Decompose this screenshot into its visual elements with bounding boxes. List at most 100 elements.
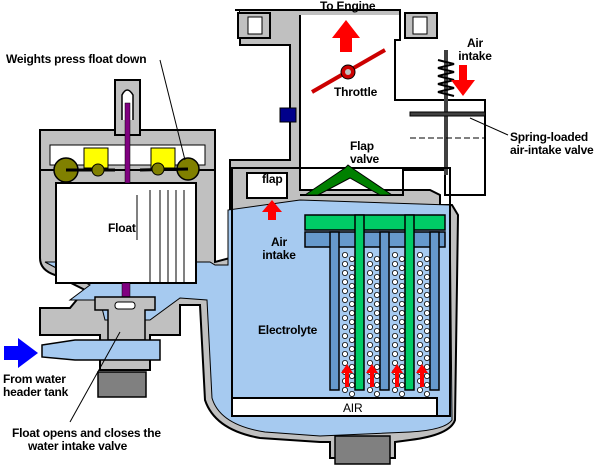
gas-bubble — [373, 318, 380, 325]
gas-bubble — [416, 314, 423, 321]
gas-bubble — [416, 341, 423, 348]
gas-bubble — [366, 314, 373, 321]
gas-bubble — [366, 305, 373, 312]
label-spring-valve-line2: air-intake valve — [510, 143, 594, 157]
gas-bubble — [366, 269, 373, 276]
arrow-air-intake-top — [451, 65, 475, 96]
gas-bubble — [391, 260, 398, 267]
gas-bubble — [423, 327, 430, 334]
green-top-plate — [304, 214, 446, 231]
blue-top-plate — [304, 231, 446, 248]
gas-bubble — [341, 305, 348, 312]
gas-bubble — [398, 255, 405, 262]
gas-bubble — [341, 278, 348, 285]
gas-bubble — [348, 255, 355, 262]
gas-bubble — [348, 363, 355, 370]
gas-bubble — [391, 386, 398, 393]
float-rod — [124, 102, 131, 184]
gas-bubble — [373, 327, 380, 334]
gas-bubble — [366, 341, 373, 348]
gas-bubble — [341, 359, 348, 366]
gas-bubble — [398, 372, 405, 379]
label-flap-valve-line1: Flap — [350, 139, 374, 153]
label-air-intake-top-line2: intake — [458, 49, 492, 63]
arrow-air-intake-left — [262, 200, 282, 220]
gas-bubble — [341, 296, 348, 303]
gas-bubble — [423, 282, 430, 289]
gas-bubble — [416, 251, 423, 258]
air-flow-arrow — [341, 364, 353, 387]
gas-bubble — [398, 273, 405, 280]
gas-bubble — [416, 260, 423, 267]
gas-bubble — [348, 264, 355, 271]
gas-bubble — [391, 305, 398, 312]
gas-bubble — [391, 314, 398, 321]
gas-bubble — [391, 323, 398, 330]
gas-bubble — [366, 323, 373, 330]
gas-bubble — [341, 386, 348, 393]
gas-bubble — [373, 255, 380, 262]
gas-bubble — [391, 269, 398, 276]
float — [55, 182, 197, 284]
label-from-water-line2: header tank — [3, 385, 69, 399]
gas-bubble — [348, 354, 355, 361]
drain-plug — [334, 435, 391, 465]
gas-bubble — [373, 354, 380, 361]
gas-bubble — [391, 350, 398, 357]
gas-bubble — [366, 251, 373, 258]
gas-bubble — [348, 336, 355, 343]
gas-bubble — [416, 287, 423, 294]
label-air-intake-top: Air intake — [455, 37, 495, 63]
air-flow-arrow — [366, 364, 378, 387]
gas-bubble — [373, 390, 380, 397]
gas-bubble — [341, 332, 348, 339]
gas-bubble — [398, 363, 405, 370]
gas-bubble — [373, 309, 380, 316]
gas-bubble — [398, 318, 405, 325]
label-air-box: AIR — [343, 401, 363, 415]
air-flow-arrow — [391, 364, 403, 387]
gas-bubble — [341, 287, 348, 294]
gas-bubble — [373, 291, 380, 298]
gas-bubble — [423, 291, 430, 298]
gas-bubble — [391, 287, 398, 294]
gas-bubble — [341, 350, 348, 357]
engine-duct — [240, 10, 400, 15]
label-air-intake-top-line1: Air — [466, 36, 484, 50]
gas-bubble — [373, 363, 380, 370]
gas-bubble — [373, 282, 380, 289]
label-from-water-line1: From water — [3, 372, 66, 386]
gas-bubble — [416, 359, 423, 366]
label-air-intake-left-line2: intake — [262, 248, 296, 262]
air-box — [231, 397, 438, 417]
gas-bubble — [348, 390, 355, 397]
gas-bubble — [423, 255, 430, 262]
arrow-to-engine — [332, 20, 360, 52]
label-throttle: Throttle — [334, 85, 378, 99]
gas-bubble — [341, 251, 348, 258]
label-spring-valve: Spring-loaded air-intake valve — [510, 131, 594, 157]
gas-bubble — [423, 372, 430, 379]
gas-bubble — [391, 341, 398, 348]
gas-bubble — [398, 345, 405, 352]
gas-bubble — [373, 273, 380, 280]
gas-bubble — [416, 323, 423, 330]
gas-bubble — [416, 350, 423, 357]
electrode-plate — [354, 214, 365, 391]
gas-bubble — [423, 381, 430, 388]
gas-bubble — [398, 300, 405, 307]
gas-bubble — [416, 332, 423, 339]
gas-bubble — [398, 282, 405, 289]
gas-bubble — [391, 359, 398, 366]
gas-bubble — [391, 278, 398, 285]
gas-bubble — [341, 260, 348, 267]
label-air-intake-left: Air intake — [258, 236, 300, 262]
gas-bubble — [416, 386, 423, 393]
gas-bubble — [423, 318, 430, 325]
gas-bubble — [366, 359, 373, 366]
gas-bubble — [423, 300, 430, 307]
gas-bubble — [373, 372, 380, 379]
gas-bubble — [423, 336, 430, 343]
gas-bubble — [366, 287, 373, 294]
